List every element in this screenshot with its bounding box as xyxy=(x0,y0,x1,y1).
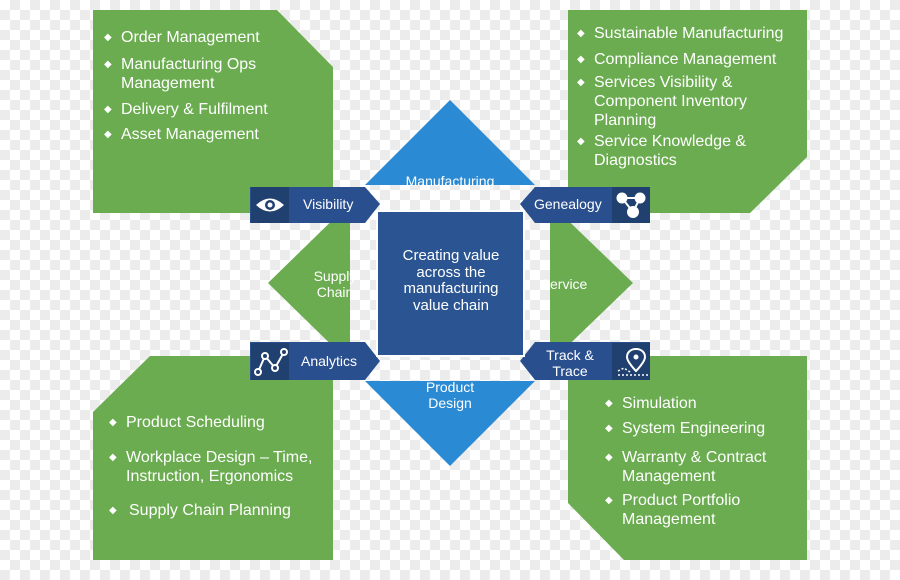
panel-bottom-left-list: Product Scheduling Workplace Design – Ti… xyxy=(109,413,329,553)
location-pin-icon xyxy=(617,347,648,376)
list-item: Services Visibility & Component Inventor… xyxy=(577,73,747,130)
list-item: Sustainable Manufacturing xyxy=(577,24,783,43)
center-line-2: across the xyxy=(416,263,486,281)
panel-top-left-list: Order Management Manufacturing Ops Manag… xyxy=(104,28,324,208)
quadrant-manufacturing-shape xyxy=(365,100,535,185)
quadrant-supply-chain-label: Supply Chain xyxy=(313,268,357,300)
tab-analytics-label: Analytics xyxy=(301,353,358,369)
line-graph-icon xyxy=(254,348,288,376)
center-line-4: value chain xyxy=(413,296,489,314)
tab-genealogy-label: Genealogy xyxy=(534,196,602,212)
center-title: Creating value across the manufacturing … xyxy=(381,247,521,314)
list-item: Order Management xyxy=(104,28,260,47)
network-nodes-icon xyxy=(616,192,646,218)
list-item: Simulation xyxy=(605,394,697,413)
list-item: Supply Chain Planning xyxy=(109,501,291,520)
list-item: Asset Management xyxy=(104,125,259,144)
list-item: Delivery & Fulfilment xyxy=(104,100,268,119)
list-item: Service Knowledge & Diagnostics xyxy=(577,132,746,170)
panel-bottom-right-list: Simulation System Engineering Warranty &… xyxy=(605,394,805,544)
center-box xyxy=(376,210,525,357)
eye-icon xyxy=(256,198,284,212)
quadrant-product-design-label: Product Design xyxy=(425,379,475,411)
list-item: Warranty & Contract Management xyxy=(605,448,766,486)
list-item: System Engineering xyxy=(605,419,765,438)
tab-visibility-label: Visibility xyxy=(303,196,354,212)
quadrant-supply-chain-shape xyxy=(268,203,350,363)
quadrant-service-label: Service xyxy=(540,276,588,292)
quadrant-product-design-shape xyxy=(365,381,535,466)
tab-track-trace-label: Track & Trace xyxy=(546,347,594,379)
list-item: Compliance Management xyxy=(577,50,776,69)
list-item: Product Portfolio Management xyxy=(605,491,740,529)
quadrant-manufacturing-label: Manufacturing xyxy=(405,173,495,189)
panel-top-right-list: Sustainable Manufacturing Compliance Man… xyxy=(577,24,802,209)
center-line-1: Creating value xyxy=(402,247,500,264)
quadrant-service-shape xyxy=(550,203,633,363)
list-item: Workplace Design – Time, Instruction, Er… xyxy=(109,448,312,486)
center-line-3: manufacturing xyxy=(403,280,499,297)
list-item: Product Scheduling xyxy=(109,413,265,432)
list-item: Manufacturing Ops Management xyxy=(104,55,256,93)
